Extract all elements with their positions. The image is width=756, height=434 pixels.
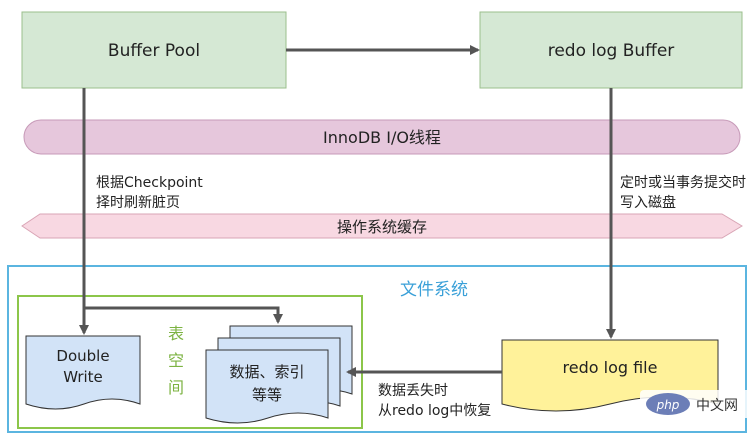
commit-label-2: 写入磁盘 [620,194,676,211]
file-system-box: 文件系统 [7,265,747,433]
tablespace-box: 表 空 间 [17,295,363,429]
watermark-text: 中文网 [696,398,738,414]
recover-label-1: 数据丢失时 [378,383,448,399]
tablespace-label-3: 间 [168,378,184,397]
data-index-label-1: 数据、索引 [229,363,304,381]
checkpoint-label-1: 根据Checkpoint [96,175,203,191]
watermark-badge: php [656,398,680,412]
commit-label-1: 定时或当事务提交时 [620,174,746,191]
recover-label-2: 从redo log中恢复 [378,402,491,419]
redo-log-buffer-label: redo log Buffer [548,41,675,61]
redo-log-file-label: redo log file [563,358,658,377]
tablespace-label-1: 表 [168,324,184,343]
data-index-doc-stack: 数据、索引 等等 [205,325,353,424]
double-write-label-1: Double [56,347,109,365]
os-cache-label: 操作系统缓存 [337,218,427,236]
innodb-io-thread-label: InnoDB I/O线程 [323,128,441,147]
buffer-pool-label: Buffer Pool [108,41,200,61]
redo-log-buffer-box: redo log Buffer [479,11,743,89]
innodb-io-thread-bar: InnoDB I/O线程 [23,119,741,155]
checkpoint-label-2: 择时刷新脏页 [96,195,180,211]
data-index-label-2: 等等 [252,386,282,404]
double-write-doc: Double Write [25,335,141,410]
file-system-label: 文件系统 [400,280,468,300]
php-cn-watermark: php 中文网 [640,390,756,418]
os-cache-band: 操作系统缓存 [21,213,743,239]
double-write-label-2: Write [63,368,103,386]
flush-to-data-files-arrow [84,306,283,324]
buffer-pool-box: Buffer Pool [21,11,287,89]
tablespace-label-2: 空 [168,351,184,370]
